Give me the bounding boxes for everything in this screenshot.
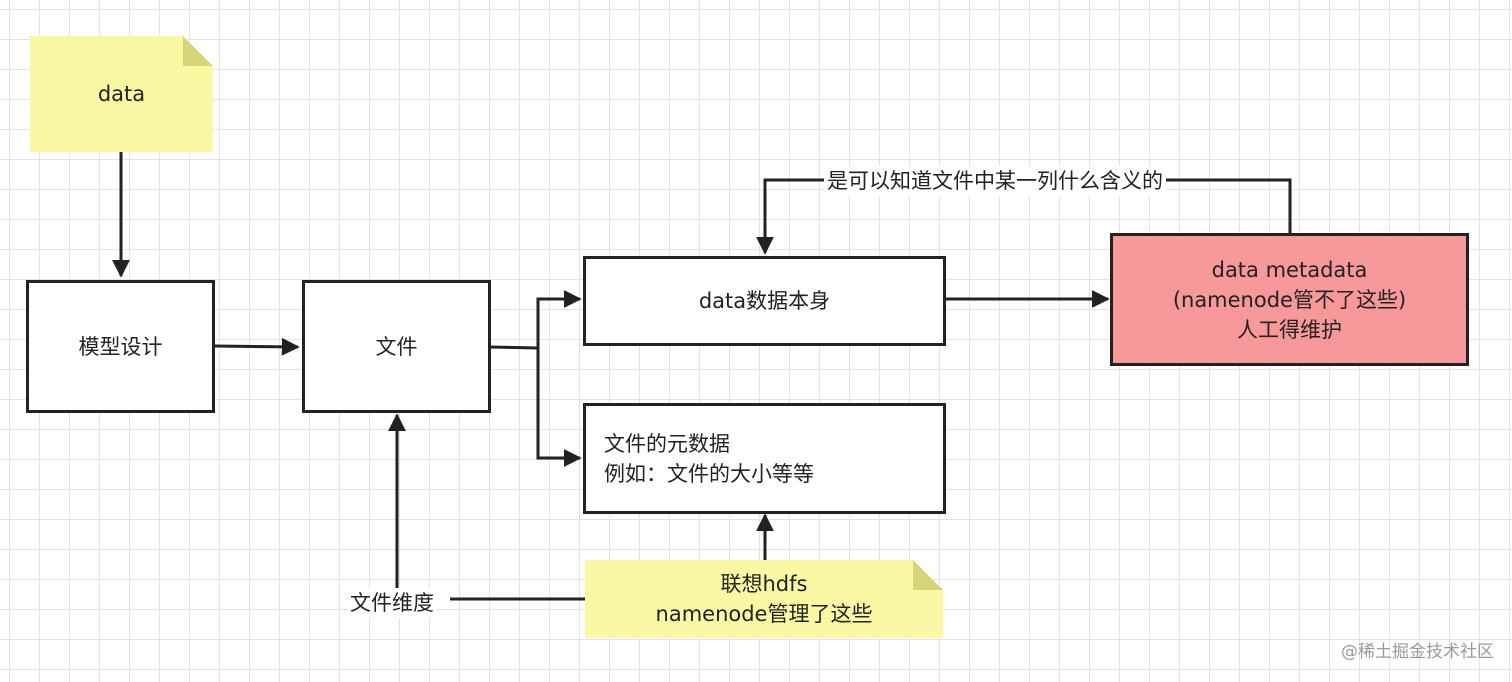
file-box: 文件 (302, 280, 491, 413)
data-metadata-line-2: (namenode管不了这些) (1172, 287, 1407, 312)
data-note: data (30, 36, 213, 152)
data-metadata-line-1: data metadata (1211, 257, 1368, 282)
data-metadata-line-3: 人工得维护 (1236, 317, 1342, 342)
file-dimension-label: 文件维度 (348, 588, 436, 618)
data-note-label: data (97, 82, 146, 106)
hdfs-note-line-2: namenode管理了这些 (655, 602, 873, 626)
watermark: @稀土掘金技术社区 (1341, 642, 1494, 662)
data-metadata-text: data metadata (namenode管不了这些) 人工得维护 (1173, 255, 1406, 345)
edge-file-to-data-itself (536, 290, 582, 348)
edge-file-to-file-metadata (536, 348, 582, 467)
hdfs-note: 联想hdfs namenode管理了这些 (585, 560, 943, 638)
model-design-box: 模型设计 (26, 280, 215, 413)
file-metadata-text: 文件的元数据 例如：文件的大小等等 (604, 429, 814, 489)
edge-model-design-to-file (213, 337, 300, 356)
column-meaning-edge-label: 是可以知道文件中某一列什么含义的 (824, 166, 1166, 196)
file-metadata-line-1: 文件的元数据 (604, 431, 730, 456)
data-itself-label: data数据本身 (698, 289, 831, 313)
model-design-label: 模型设计 (78, 334, 163, 359)
hdfs-note-line-1: 联想hdfs (720, 572, 808, 596)
data-metadata-box: data metadata (namenode管不了这些) 人工得维护 (1110, 233, 1469, 366)
data-itself-box: data数据本身 (583, 256, 946, 346)
edge-file-branch (488, 345, 539, 350)
file-metadata-line-2: 例如：文件的大小等等 (604, 461, 814, 486)
file-label: 文件 (375, 334, 418, 359)
file-metadata-box: 文件的元数据 例如：文件的大小等等 (583, 403, 946, 514)
hdfs-note-text: 联想hdfs namenode管理了这些 (656, 569, 873, 629)
